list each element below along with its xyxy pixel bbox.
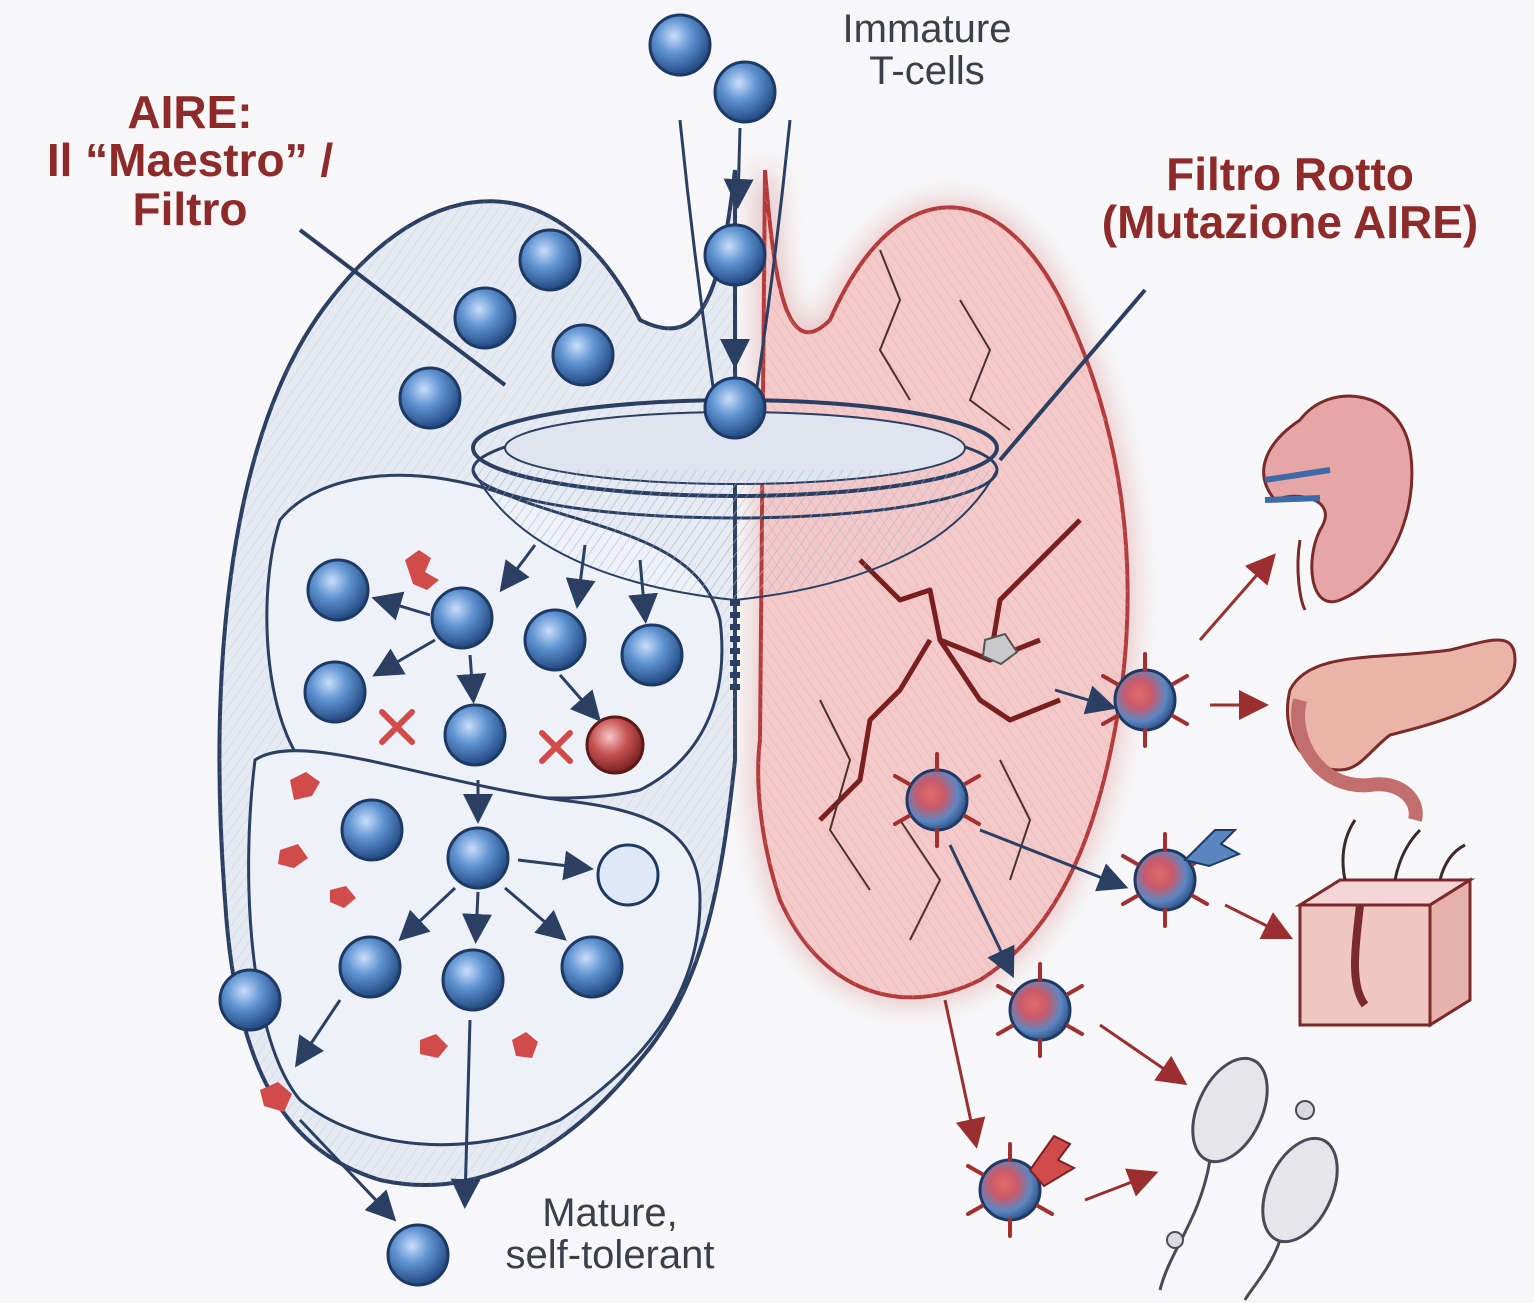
mature-line-2: self-tolerant — [460, 1234, 760, 1276]
mature-cell — [388, 1225, 448, 1285]
aire-line-2: Il “Maestro” / — [10, 136, 370, 184]
microbe-icon — [1160, 1047, 1352, 1300]
immature-tcells-label: Immature T-cells — [812, 8, 1042, 92]
aire-line-1: AIRE: — [10, 88, 370, 136]
immature-line-1: Immature — [812, 8, 1042, 50]
immature-line-2: T-cells — [812, 50, 1042, 92]
skin-tissue-icon — [1300, 820, 1470, 1025]
aire-label: AIRE: Il “Maestro” / Filtro — [10, 88, 370, 233]
broken-filter-label: Filtro Rotto (Mutazione AIRE) — [1050, 150, 1530, 247]
mature-line-1: Mature, — [460, 1192, 760, 1234]
mature-label: Mature, self-tolerant — [460, 1192, 760, 1276]
aire-line-3: Filtro — [10, 185, 370, 233]
pancreas-icon — [1287, 640, 1515, 820]
broken-line-1: Filtro Rotto — [1050, 150, 1530, 198]
kidney-icon — [1264, 396, 1412, 610]
broken-line-2: (Mutazione AIRE) — [1050, 198, 1530, 246]
